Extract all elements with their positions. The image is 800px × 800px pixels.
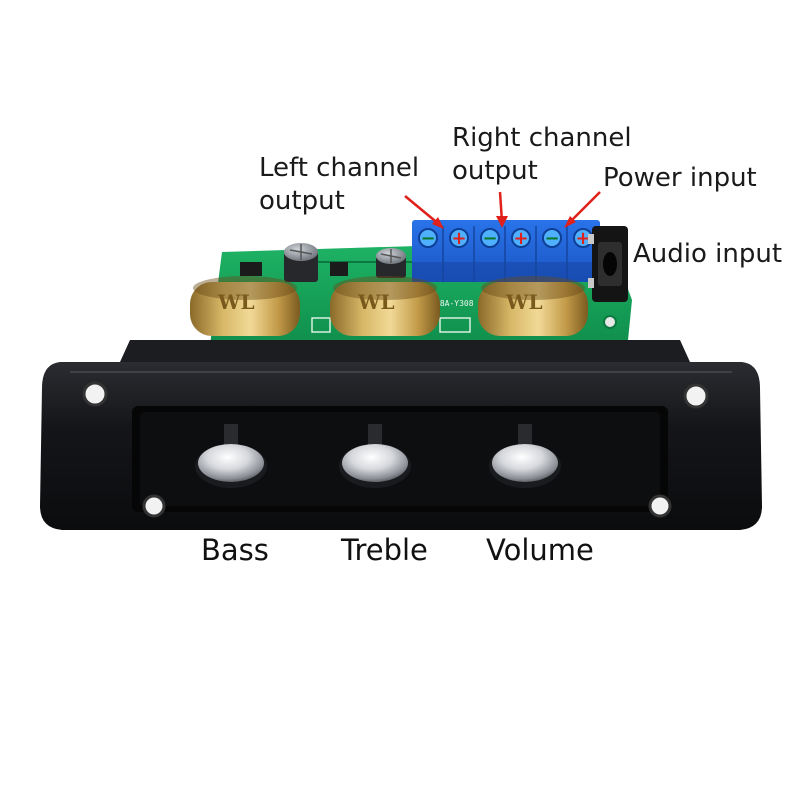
bass-knob[interactable]: [195, 424, 267, 488]
left-channel-output-label: Left channel output: [259, 153, 420, 216]
pot-marking-wl: WL: [505, 290, 543, 314]
screw-terminal-block: [412, 220, 600, 282]
potentiometer-volume: WL: [478, 276, 588, 336]
terminal-screw: [418, 228, 438, 248]
capacitor-left: [284, 243, 318, 282]
terminal-minus-mark: −: [482, 228, 497, 249]
terminal-screw: [480, 228, 500, 248]
audio-jack: [588, 226, 628, 302]
treble-knob[interactable]: [339, 424, 411, 488]
terminal-minus-mark: −: [420, 228, 435, 249]
pcb-silkscreen: 98A-Y308: [435, 299, 474, 308]
mounting-hole-top-right: [683, 383, 709, 409]
potentiometer-bass: WL: [190, 276, 300, 336]
audio-input-label: Audio input: [633, 239, 783, 269]
capacitor-middle: [376, 248, 406, 278]
pot-marking-wl: WL: [357, 290, 395, 314]
terminal-screw: [449, 228, 469, 248]
mounting-hole-top-left: [82, 381, 108, 407]
mounting-hole-bottom-left: [142, 494, 166, 518]
mounting-hole-bottom-right: [648, 494, 672, 518]
treble-label: Treble: [341, 533, 428, 567]
bass-label: Bass: [201, 533, 269, 567]
terminal-screw: [511, 228, 531, 248]
potentiometer-treble: WL: [330, 276, 440, 336]
terminal-plus-mark: +: [575, 228, 590, 249]
terminal-polarity-marks: −+−+−+: [418, 228, 593, 249]
right-channel-output-label: Right channel output: [452, 123, 632, 186]
pot-marking-wl: WL: [217, 290, 255, 314]
terminal-plus-mark: +: [513, 228, 528, 249]
terminal-plus-mark: +: [451, 228, 466, 249]
volume-label: Volume: [486, 533, 594, 567]
terminal-minus-mark: −: [544, 228, 559, 249]
callout-arrows: [404, 191, 601, 229]
volume-knob[interactable]: [489, 424, 561, 488]
power-input-label: Power input: [603, 163, 757, 193]
terminal-screw: [542, 228, 562, 248]
